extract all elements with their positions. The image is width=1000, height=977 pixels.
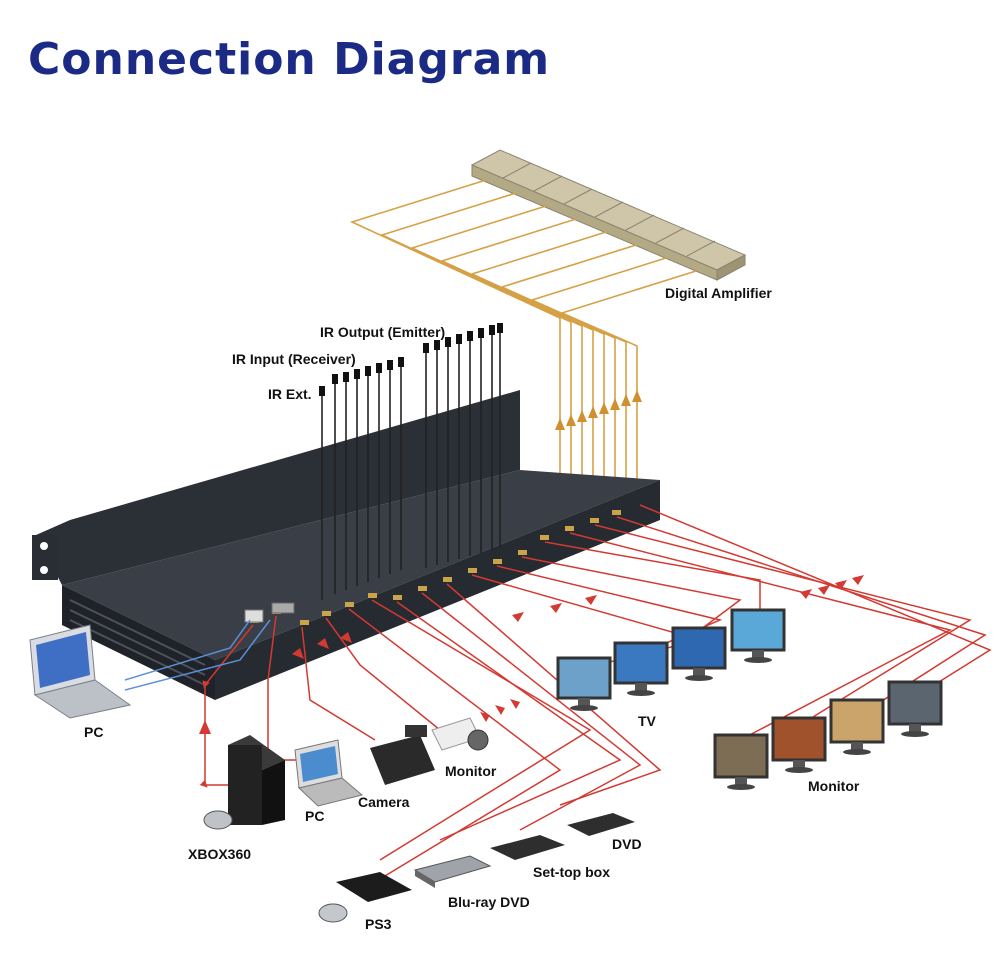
ps3-console — [318, 872, 412, 923]
lan-cable — [124, 619, 271, 691]
label-dvd: DVD — [612, 836, 642, 852]
label-monitor-group: Monitor — [808, 778, 860, 794]
bluray-player — [413, 855, 492, 888]
label-settop-box: Set-top box — [533, 864, 610, 880]
xbox360-console — [203, 735, 285, 830]
label-pc-small: PC — [305, 808, 325, 824]
laptop-pc — [29, 624, 132, 719]
label-pc-laptop: PC — [84, 724, 104, 740]
digital-amplifier — [470, 149, 747, 281]
ir-cables — [321, 332, 501, 600]
tv-screen — [671, 626, 727, 681]
monitor-screen — [713, 733, 769, 790]
tv-screen — [613, 641, 669, 696]
settop-box — [490, 835, 565, 860]
label-monitor-camera: Monitor — [445, 763, 497, 779]
label-xbox360: XBOX360 — [188, 846, 252, 862]
dvd-player — [567, 813, 635, 836]
label-ir-ext: IR Ext. — [268, 386, 312, 402]
monitor-screen — [771, 716, 827, 773]
label-camera: Camera — [358, 794, 410, 810]
label-bluray-dvd: Blu-ray DVD — [448, 894, 530, 910]
label-tv: TV — [638, 713, 656, 729]
hdmi-cables — [199, 504, 992, 886]
label-ir-input: IR Input (Receiver) — [232, 351, 356, 367]
tv-screen — [556, 656, 612, 711]
monitor-screen — [829, 698, 885, 755]
label-ps3: PS3 — [365, 916, 392, 932]
monitor-screen — [887, 680, 943, 737]
ir-heads — [319, 323, 503, 396]
security-camera — [431, 717, 489, 751]
hdmi-arrows — [199, 575, 864, 734]
small-laptop — [294, 739, 364, 807]
label-digital-amplifier: Digital Amplifier — [665, 285, 772, 301]
audio-arrows — [555, 390, 642, 430]
camcorder — [370, 725, 435, 785]
tv-screen — [730, 608, 786, 663]
page-title: Connection Diagram — [28, 34, 551, 85]
matrix-switcher — [32, 390, 660, 700]
monitor-group — [713, 680, 943, 790]
tv-group — [556, 608, 786, 711]
audio-cables — [349, 179, 697, 530]
label-ir-output: IR Output (Emitter) — [320, 324, 446, 340]
